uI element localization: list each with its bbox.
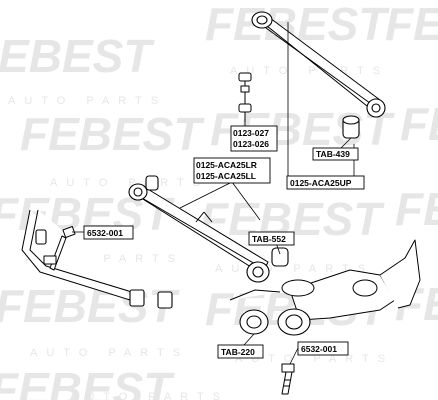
stabilizer-link bbox=[238, 72, 252, 122]
knuckle bbox=[229, 239, 421, 321]
watermark-brand: FEBEST bbox=[385, 0, 438, 50]
part-number-0125-aca25up: 0125-ACA25UP bbox=[290, 178, 352, 188]
part-number-0125-aca25lr: 0125-ACA25LR bbox=[196, 160, 257, 170]
upper-control-arm bbox=[251, 11, 386, 118]
part-number-0125-aca25ll: 0125-ACA25LL bbox=[196, 171, 256, 181]
watermark-brand: FEBEST bbox=[20, 108, 205, 160]
bushing-tab-439 bbox=[342, 115, 360, 139]
watermark-brand: FEBEST bbox=[400, 98, 438, 150]
part-number-0123-026: 0123-026 bbox=[233, 139, 269, 149]
part-number-tab-439: TAB-439 bbox=[316, 149, 350, 159]
watermark-tagline: AUTO PARTS bbox=[30, 347, 189, 359]
watermark-tagline: AUTO PARTS bbox=[70, 391, 229, 400]
label-0125-aca25up: 0125-ACA25UP bbox=[286, 175, 365, 190]
watermark-tagline: AUTO PARTS bbox=[230, 65, 389, 77]
label-6532-001-right: 6532-001 bbox=[297, 341, 349, 356]
watermark-brand: FEBEST bbox=[0, 363, 175, 400]
lower-control-arm bbox=[128, 175, 289, 283]
part-number-tab-220: TAB-220 bbox=[221, 347, 255, 357]
label-0123-027-026: 0123-027 0123-026 bbox=[230, 125, 278, 152]
bolt-6532-001-right bbox=[281, 363, 295, 395]
label-0125-aca25lr-ll: 0125-ACA25LR 0125-ACA25LL bbox=[193, 157, 271, 184]
part-labels: 0123-027 0123-026 TAB-439 0125-ACA25LR 0… bbox=[83, 125, 365, 359]
part-number-6532-001: 6532-001 bbox=[301, 344, 337, 354]
watermark-brand: FEBEST bbox=[0, 280, 180, 332]
watermark-tagline: AUTO PARTS bbox=[235, 353, 394, 365]
label-tab-439: TAB-439 bbox=[312, 147, 359, 161]
watermark-tagline: AUTO PARTS bbox=[50, 177, 209, 189]
part-number-6532-001: 6532-001 bbox=[87, 228, 123, 238]
watermark-brand: FEBEST bbox=[395, 183, 438, 235]
watermark-brand: FEBEST bbox=[0, 30, 155, 82]
label-6532-001-left: 6532-001 bbox=[83, 225, 134, 240]
watermark-tagline: AUTO PARTS bbox=[8, 95, 167, 107]
part-number-tab-552: TAB-552 bbox=[252, 234, 286, 244]
stabilizer-bar bbox=[21, 209, 173, 309]
part-number-0123-027: 0123-027 bbox=[233, 128, 269, 138]
bushing-tab-220 bbox=[239, 308, 311, 336]
label-tab-552: TAB-552 bbox=[248, 231, 295, 246]
bolt-6532-001-left bbox=[43, 226, 76, 271]
label-tab-220: TAB-220 bbox=[217, 344, 264, 359]
